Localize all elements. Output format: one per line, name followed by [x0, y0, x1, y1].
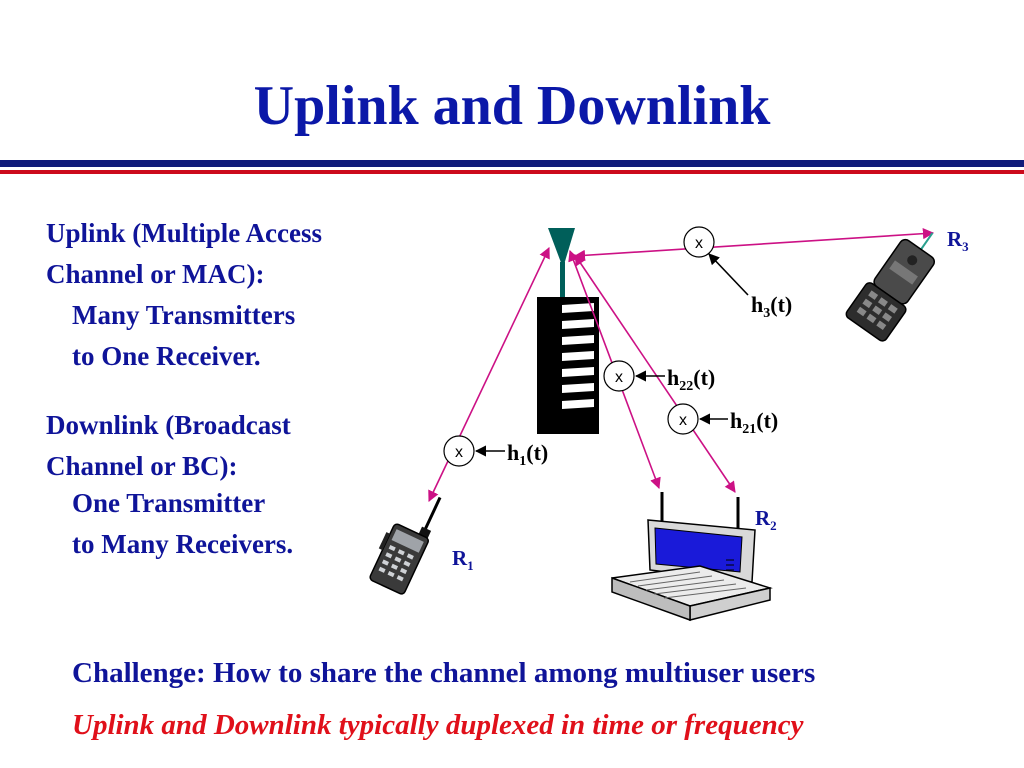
- svg-text:x: x: [679, 412, 687, 429]
- channel-label-h1: h1(t): [507, 440, 549, 469]
- uplink-desc-line1: Many Transmitters: [72, 300, 296, 330]
- mobile-phone-icon: [845, 232, 936, 342]
- title-rule-blue: [0, 160, 1024, 167]
- multiplier-h22: x: [603, 360, 635, 392]
- pointer-h3: [708, 253, 749, 296]
- building-icon: [537, 297, 599, 434]
- uplink-heading-line2: Channel or MAC):: [46, 259, 265, 289]
- downlink-desc-line2: to Many Receivers.: [72, 529, 294, 559]
- channel-label-h22: h22(t): [667, 365, 716, 394]
- svg-text:x: x: [695, 235, 703, 252]
- multiplier-h3: x: [683, 226, 715, 258]
- base-station: [537, 228, 599, 434]
- receiver-label-r2: R2: [755, 506, 777, 533]
- title-rule-red: [0, 170, 1024, 174]
- multiplier-h1: x: [443, 435, 475, 467]
- duplex-note: Uplink and Downlink typically duplexed i…: [72, 709, 804, 741]
- laptop-icon: [611, 492, 773, 622]
- walkie-talkie-icon: [369, 496, 442, 595]
- antenna-icon: [548, 228, 575, 300]
- downlink-heading-line2: Channel or BC):: [46, 451, 238, 481]
- svg-text:x: x: [615, 369, 623, 386]
- link-r2b: [574, 254, 736, 493]
- link-r3: [573, 228, 935, 261]
- downlink-desc-line1: One Transmitter: [72, 488, 266, 518]
- channel-pointers: [474, 253, 749, 457]
- svg-text:x: x: [455, 444, 463, 461]
- slide-title: Uplink and Downlink: [253, 75, 771, 137]
- challenge-text: Challenge: How to share the channel amon…: [72, 657, 816, 689]
- uplink-heading-line1: Uplink (Multiple Access: [46, 218, 323, 248]
- multipliers: x x x x: [443, 226, 715, 467]
- uplink-desc-line2: to One Receiver.: [72, 341, 261, 371]
- downlink-heading-line1: Downlink (Broadcast: [46, 410, 291, 440]
- receiver-label-r1: R1: [452, 546, 474, 573]
- channel-label-h21: h21(t): [730, 408, 779, 437]
- channel-label-h3: h3(t): [751, 292, 793, 321]
- receiver-label-r3: R3: [947, 227, 969, 254]
- multiplier-h21: x: [667, 403, 699, 435]
